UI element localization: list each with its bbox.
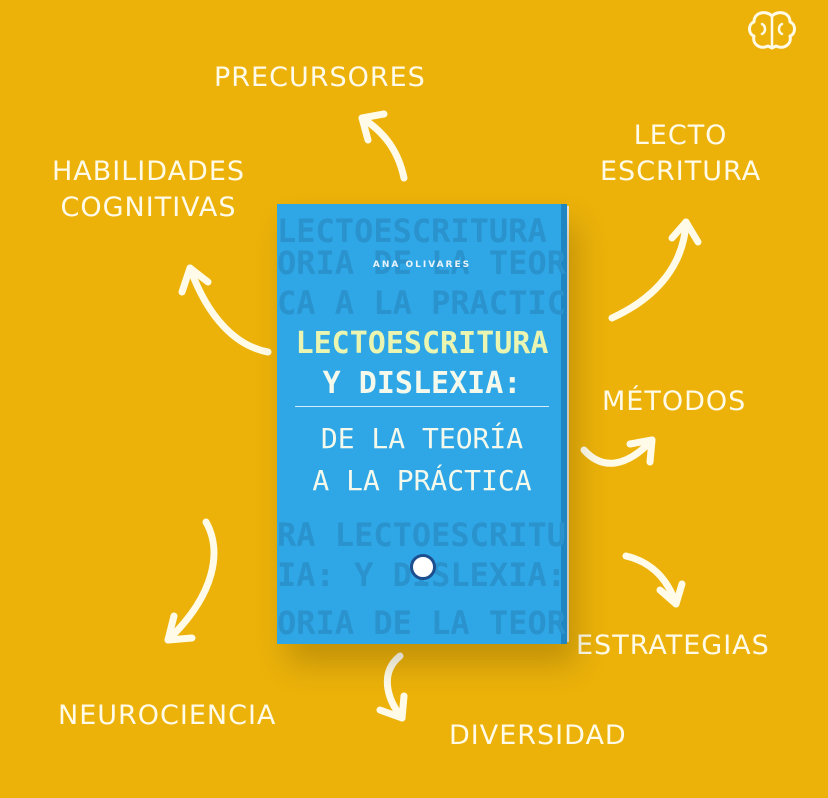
label-metodos: MÉTODOS [602, 386, 747, 417]
arrow-neurociencia [164, 518, 218, 644]
book-author: ANA OLIVARES [372, 260, 472, 270]
label-diversidad: DIVERSIDAD [449, 720, 627, 751]
arrow-diversidad [383, 652, 406, 722]
book-title-line-1: LECTOESCRITURA [295, 326, 549, 361]
brain-icon [748, 11, 796, 50]
label-lecto-escritura: LECTO ESCRITURA [600, 120, 762, 187]
label-neurociencia: NEUROCIENCIA [58, 700, 277, 731]
book-title-line-2: Y DISLEXIA: [322, 366, 522, 401]
label-precursores: PRECURSORES [214, 62, 426, 93]
label-estrategias: ESTRATEGIAS [576, 630, 770, 661]
publisher-seal-icon [410, 554, 436, 580]
book-cover: LECTOESCRITURA ORIA DE LA TEORIA CA A LA… [277, 204, 567, 644]
book-title-line-3: DE LA TEORÍA [320, 422, 524, 455]
arrow-metodos [580, 436, 656, 467]
cover-pattern: LECTOESCRITURA [277, 212, 547, 250]
label-habilidades-cognitivas: HABILIDADES COGNITIVAS [52, 156, 246, 223]
arrow-precursores [358, 114, 408, 182]
arrow-lecto-escritura [608, 218, 690, 322]
book-title-line-4: A LA PRÁCTICA [312, 464, 532, 497]
title-divider [295, 406, 549, 407]
arrow-habilidades [186, 264, 272, 356]
